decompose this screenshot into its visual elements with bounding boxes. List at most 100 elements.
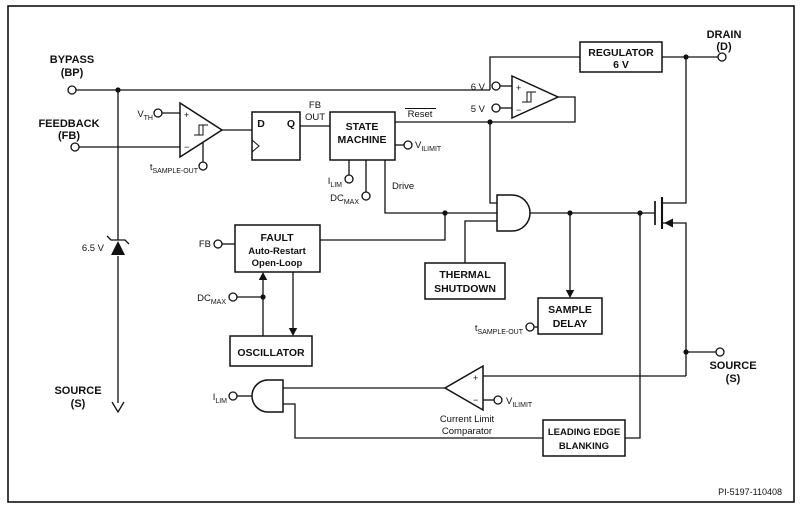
drain-terminal: [717, 52, 727, 62]
zener-voltage-label: 6.5 V: [82, 243, 105, 254]
ilim-node-gate: [228, 391, 238, 401]
junction-dot: [683, 54, 689, 60]
6v-label: 6 V: [471, 82, 486, 93]
fault-title: FAULT: [260, 232, 294, 244]
oscillator-block: [229, 335, 313, 367]
bypass-terminal: [67, 85, 77, 95]
source-right-label: SOURCE: [709, 360, 756, 372]
minus-sign: −: [184, 142, 189, 152]
current-limit-comparator: [443, 364, 484, 412]
current-limit-comparator-label2: Comparator: [442, 426, 492, 437]
arrow-into-oscillator: [288, 328, 298, 336]
bypass-uvlo-comparator: [511, 74, 560, 120]
source-right-pin-label: (S): [726, 373, 741, 385]
wire-uvlo-to-and: [489, 122, 497, 204]
sample-delay-title2: DELAY: [553, 318, 588, 330]
diagram-border: [7, 5, 795, 503]
wire-leb-left: [283, 403, 543, 439]
current-limit-comparator-label1: Current Limit: [440, 414, 495, 425]
plus-sign: +: [184, 110, 189, 120]
junction-dot: [260, 294, 266, 300]
flipflop-d-label: D: [257, 118, 265, 130]
source-bottom-pin-label: (S): [71, 398, 86, 410]
vth-label: VTH: [137, 109, 153, 122]
thermal-title2: SHUTDOWN: [434, 283, 496, 295]
output-and-gate: [496, 194, 531, 232]
source-ground-arrow: [111, 401, 125, 414]
junction-dot: [487, 119, 493, 125]
wire-drain: [662, 57, 687, 204]
feedback-comparator: [179, 101, 224, 159]
fault-block: [234, 224, 321, 273]
tsample-node-delay: [525, 322, 535, 332]
junction-dot: [115, 87, 121, 93]
plus-sign: +: [516, 83, 521, 93]
ilim-gate-label: ILIM: [213, 392, 227, 405]
wire-leb-right: [625, 213, 641, 439]
thermal-shutdown-block: [424, 262, 506, 300]
zener-anode-triangle: [111, 241, 125, 255]
vth-node: [153, 108, 163, 118]
wire-thermal-to-and: [464, 220, 497, 263]
drain-pin-label: (D): [716, 41, 732, 53]
tsample-node-comparator: [198, 161, 208, 171]
flip-flop-block: [251, 111, 301, 161]
zener-cathode-bar: [106, 235, 130, 245]
regulator-voltage: 6 V: [613, 59, 629, 71]
vilimit-sm-label: VILIMIT: [415, 140, 442, 153]
leb-title1: LEADING EDGE: [548, 427, 620, 438]
dcmax-node-sm: [361, 191, 371, 201]
drive-label: Drive: [392, 181, 414, 192]
bypass-pin-label: (BP): [61, 67, 84, 79]
tsample-comparator-label: tSAMPLE-OUT: [150, 162, 199, 175]
junction-dots: [115, 54, 689, 355]
mosfet-arrow: [664, 218, 673, 228]
oscillator-title: OSCILLATOR: [237, 347, 305, 359]
state-machine-block: [329, 111, 396, 161]
ilim-and-gate: [251, 379, 284, 413]
tsample-delay-label: tSAMPLE-OUT: [475, 323, 524, 336]
arrow-into-sample-delay: [565, 290, 575, 298]
state-machine-title2: MACHINE: [338, 134, 387, 146]
vilimit-node-comparator: [493, 395, 503, 405]
fb-out-label1: FB: [309, 100, 321, 111]
arrow-into-fault: [258, 272, 268, 280]
minus-sign: −: [473, 395, 478, 405]
dcmax-node-fault: [228, 292, 238, 302]
flipflop-q-label: Q: [287, 118, 295, 130]
dcmax-sm-label: DCMAX: [330, 193, 359, 206]
fault-line2: Auto-Restart: [248, 246, 306, 257]
5v-label: 5 V: [471, 104, 486, 115]
sample-delay-block: [537, 297, 603, 335]
drain-label: DRAIN: [707, 29, 742, 41]
regulator-title: REGULATOR: [588, 47, 654, 59]
regulator-block: [579, 41, 663, 73]
source-terminal: [715, 347, 725, 357]
zener-diode: [106, 235, 130, 255]
fb-fault-label: FB: [199, 239, 211, 250]
junction-dot: [683, 349, 689, 355]
fault-line3: Open-Loop: [252, 258, 303, 269]
wires: [76, 56, 718, 439]
leb-title2: BLANKING: [559, 441, 609, 452]
junction-dot: [442, 210, 448, 216]
feedback-label: FEEDBACK: [38, 118, 99, 130]
feedback-terminal: [70, 142, 80, 152]
thermal-title1: THERMAL: [439, 269, 491, 281]
minus-sign: −: [516, 105, 521, 115]
6v-node: [491, 81, 501, 91]
wire-bypass-to-regulator: [489, 56, 580, 90]
part-number: PI-5197-110408: [718, 487, 782, 497]
wire-drive: [384, 160, 497, 214]
vilimit-node-sm: [403, 140, 413, 150]
source-bottom-label: SOURCE: [54, 385, 101, 397]
hysteresis-icon: [522, 91, 536, 103]
reset-label: Reset: [408, 109, 433, 120]
junction-dot: [567, 210, 573, 216]
5v-node: [491, 103, 501, 113]
fb-out-label2: OUT: [305, 112, 325, 123]
ilim-sm-label: ILIM: [328, 176, 342, 189]
ilim-node-sm: [344, 174, 354, 184]
plus-sign: +: [473, 373, 478, 383]
